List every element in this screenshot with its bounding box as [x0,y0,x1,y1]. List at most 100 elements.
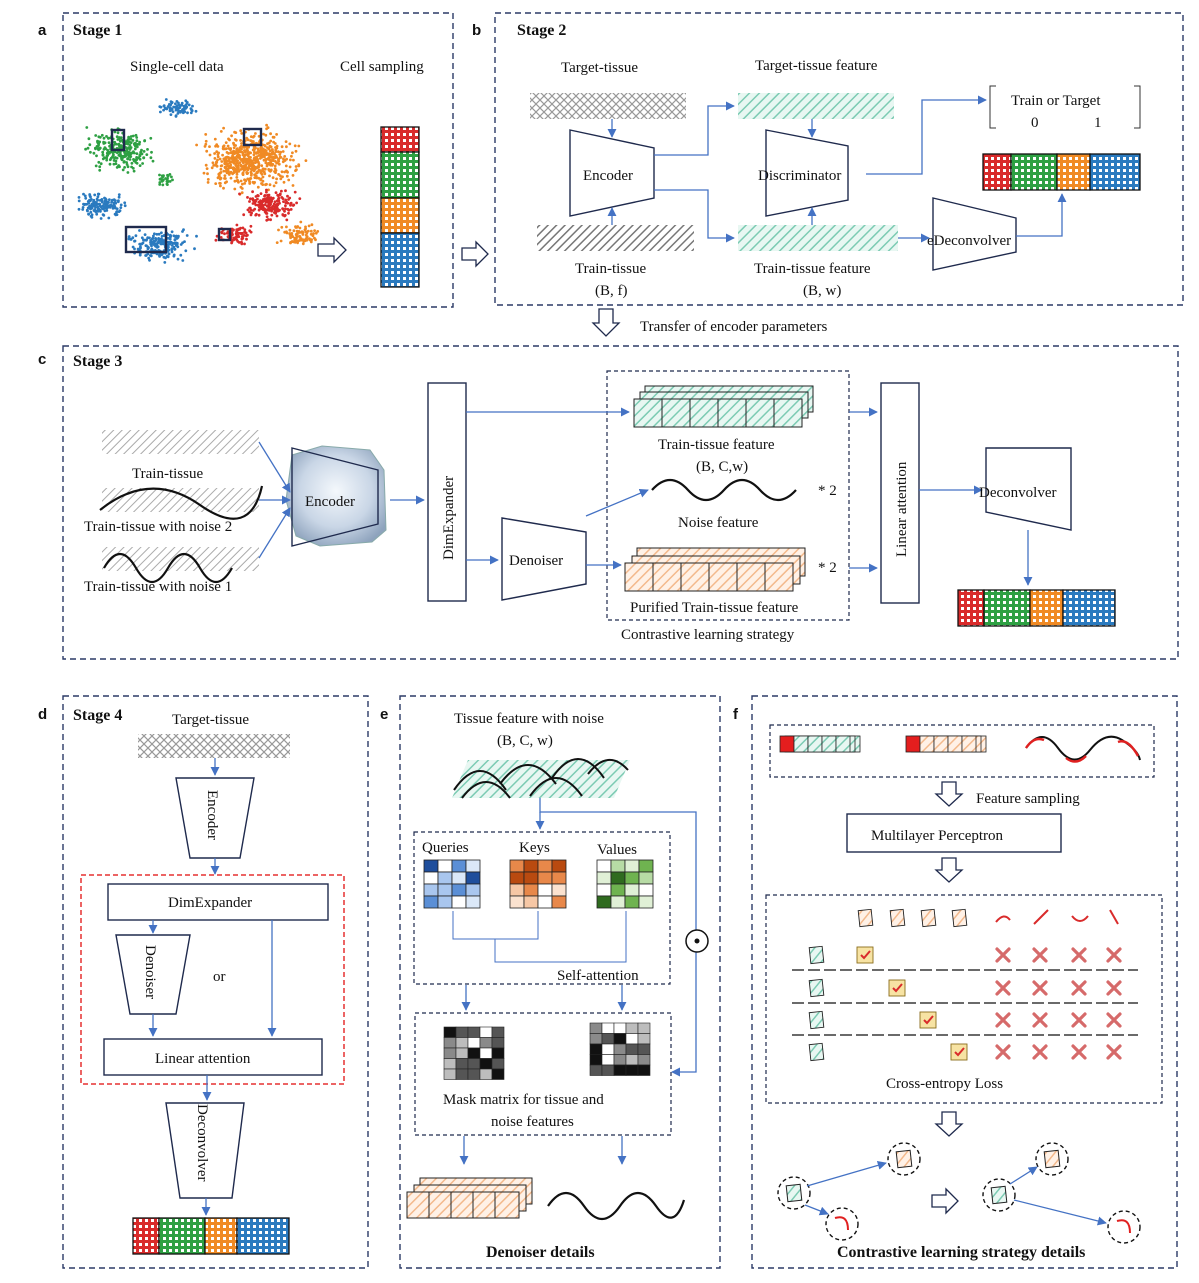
scatter-point [275,146,279,150]
scatter-point [301,233,305,236]
scatter-point [298,226,302,230]
scatter-point [206,172,209,176]
scatter-point [139,245,142,249]
panel-b-frame [494,12,1184,306]
scatter-point [101,153,105,157]
scatter-point [276,193,280,197]
scatter-point [176,236,180,239]
scatter-point [215,160,219,164]
scatter-point [233,130,237,134]
mask-cell [625,1043,639,1055]
d-encoder [175,777,255,859]
stage1-right-arrow [317,236,347,264]
scatter-point [246,153,250,157]
scatter-point [222,186,225,190]
cell-sampling-label: Cell sampling [340,59,424,75]
sample-box-red [217,227,232,242]
scatter-point [237,235,241,239]
scatter-point [265,123,268,127]
value-cell [638,883,654,897]
f-loss-box [765,894,1163,1104]
scatter-point [170,107,174,111]
scatter-point [255,176,258,180]
scatter-point [251,161,255,165]
scatter-point [289,240,293,244]
scatter-point [142,238,145,242]
noise2-label: Train-tissue with noise 2 [84,519,232,535]
scatter-point [214,182,218,186]
scatter-point [171,110,175,114]
scatter-point [166,173,169,177]
deconvolver-block [985,447,1072,531]
cross-icon [995,1044,1011,1060]
scatter-point [273,200,277,204]
stage2-arrows [607,95,1067,243]
scatter-point [251,180,255,184]
scatter-point [285,231,289,235]
scatter-point [146,252,150,256]
stage2-encoder-label: Encoder [583,168,633,184]
scatter-point [117,193,121,197]
scatter-point [119,206,123,210]
scatter-point [252,153,256,157]
scatter-point [280,145,284,149]
scatter-point [235,238,239,242]
mask-cell [479,1026,493,1038]
scatter-point [248,229,252,233]
d-dimexpander-label: DimExpander [168,895,252,911]
scatter-point [113,156,116,160]
noise-feature-wave [651,478,797,502]
scatter-point [173,238,177,242]
scatter-point [210,166,214,170]
f-stack-cell [779,735,795,753]
query-cell [437,871,453,885]
mask-cell [491,1037,505,1049]
key-cell [537,871,553,885]
cross-icon [1071,1044,1087,1060]
scatter-point [97,135,101,139]
purified-feature-stack [624,547,806,592]
scatter-point [149,239,153,242]
f-feature-stacks [779,735,987,753]
scatter-point [314,231,318,235]
scatter-point [265,215,269,219]
scatter-point [288,232,292,235]
negative-noise-icon [1109,909,1119,925]
scatter-point [265,190,268,194]
scatter-point [149,156,153,160]
scatter-point [246,149,250,152]
scatter-point [235,164,239,168]
scatter-point [213,157,217,160]
scatter-point [137,156,141,160]
sampled-cell-column [380,126,420,288]
scatter-point [242,234,246,237]
scatter-point [98,140,102,144]
scatter-point [298,197,302,201]
scatter-point [240,187,244,190]
scatter-point [131,166,135,170]
scatter-point [236,154,240,158]
scatter-point [243,242,246,246]
mask-cell [467,1037,481,1049]
f-down-arrow-1 [934,781,964,807]
tsne-scatter-plot [77,98,320,264]
scatter-point [229,166,233,170]
scatter-point [268,174,271,178]
mask-cell [443,1058,457,1070]
check-mark-icon [954,1047,965,1057]
scatter-point [206,178,210,181]
scatter-point [214,144,218,148]
scatter-point [127,135,130,139]
scatter-point [106,201,109,205]
cross-icon [1106,1012,1122,1028]
scatter-point [284,207,287,211]
scatter-point [138,229,141,232]
scatter-point [128,155,132,159]
scatter-point [158,183,162,186]
transfer-label: Transfer of encoder parameters [640,319,827,335]
scatter-point [309,240,313,244]
scatter-point [240,132,244,135]
panel-a-letter: a [38,22,47,39]
scatter-point [125,163,129,166]
scatter-point [160,177,163,180]
